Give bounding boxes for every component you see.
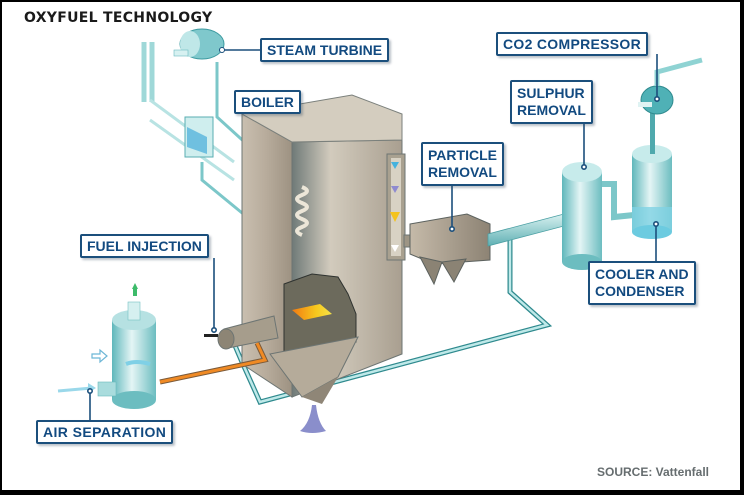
diagram-title: OXYFUEL TECHNOLOGY: [24, 10, 213, 26]
label-steam-turbine: STEAM TURBINE: [260, 38, 390, 62]
label-boiler: BOILER: [234, 90, 301, 114]
label-sulphur-removal-line1: SULPHUR: [517, 85, 585, 101]
steam-turbine: [173, 28, 225, 60]
air-hollow-arrow-icon: [91, 348, 108, 364]
label-fuel-injection: FUEL INJECTION: [80, 234, 209, 258]
label-sulphur-removal: SULPHUR REMOVAL: [510, 80, 593, 124]
oxygen-up-arrow-stem: [133, 289, 137, 296]
heat-exchanger: [184, 116, 214, 158]
flue-gas-recirculation-pipe: [227, 240, 553, 405]
air-separation-unit: [97, 301, 156, 409]
source-credit: SOURCE: Vattenfall: [597, 465, 710, 479]
label-cooler-condenser-line1: COOLER AND: [595, 266, 689, 282]
steam-turbine-leader-dot: [219, 47, 225, 53]
label-particle-removal-line1: PARTICLE: [428, 147, 497, 163]
boiler: [240, 94, 406, 404]
burner: [204, 315, 279, 350]
oxygen-up-arrow-icon: [132, 283, 138, 289]
cooler-condenser-tank: [632, 112, 672, 239]
label-air-separation: AIR SEPARATION: [36, 420, 174, 444]
label-leader-lines: [87, 54, 660, 420]
oxyfuel-process-diagram: [57, 28, 703, 433]
diagram-frame: OXYFUEL TECHNOLOGY STEAM TURBINE BOILER …: [2, 2, 740, 490]
co2-compressor: [638, 57, 703, 115]
sulphur-removal-tank: [562, 162, 635, 270]
flue-gas-arrows: [390, 162, 400, 252]
arrow-down-icon: [391, 162, 399, 169]
particle-removal-unit: [403, 213, 491, 286]
arrow-down-icon: [390, 212, 400, 222]
label-cooler-condenser: COOLER AND CONDENSER: [588, 261, 696, 305]
ash-output: [300, 405, 326, 433]
label-particle-removal-line2: REMOVAL: [428, 164, 497, 180]
oxygen-feed-line: [159, 342, 268, 384]
label-cooler-condenser-line2: CONDENSER: [595, 283, 685, 299]
arrow-down-icon: [391, 186, 399, 193]
label-co2-compressor: CO2 COMPRESSOR: [496, 32, 648, 56]
label-particle-removal: PARTICLE REMOVAL: [421, 142, 504, 186]
flue-gas-pipe: [487, 213, 565, 247]
arrow-down-icon: [391, 245, 399, 252]
label-sulphur-removal-line2: REMOVAL: [517, 102, 586, 118]
